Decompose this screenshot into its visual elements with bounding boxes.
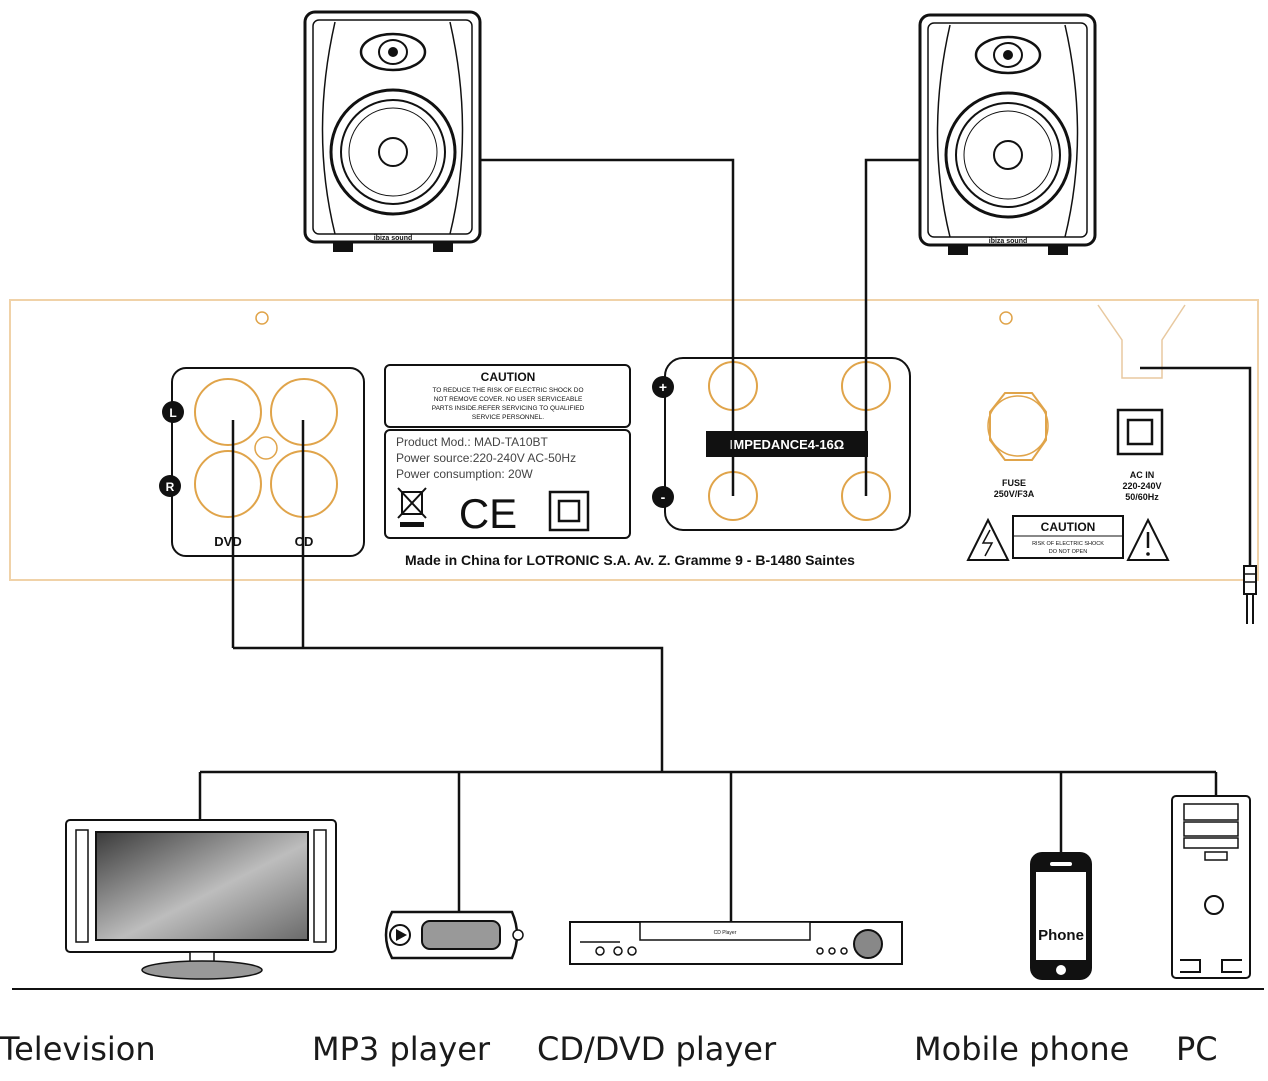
left-channel-badge	[162, 401, 184, 423]
ac-in-frequency: 50/60Hz	[1125, 492, 1159, 502]
speaker-terminal-block: IMPEDANCE4-16Ω	[664, 357, 911, 531]
caution-shock-line: RISK OF ELECTRIC SHOCK	[1032, 541, 1104, 547]
dvd-input-label: DVD	[214, 534, 241, 549]
exclamation-triangle-icon	[1126, 517, 1170, 561]
fuse-label: FUSE	[1002, 478, 1026, 488]
amplifier-rear-panel: DVD CD L R CAUTION TO REDUCE THE RISK OF…	[9, 299, 1259, 581]
right-channel-badge	[159, 475, 181, 497]
caution-shock-line: DO NOT OPEN	[1049, 549, 1087, 555]
mobile-phone-icon: Phone	[1030, 852, 1092, 980]
cd-dvd-player-icon: CD Player	[569, 921, 903, 965]
dvd-right-jack[interactable]	[194, 450, 262, 518]
ac-inlet-icon[interactable]	[1116, 408, 1164, 456]
caution-shock-title: CAUTION	[1041, 520, 1096, 534]
caution-label: CAUTION TO REDUCE THE RISK OF ELECTRIC S…	[384, 364, 631, 428]
dvd-left-jack[interactable]	[194, 378, 262, 446]
power-plug-icon	[1243, 565, 1257, 624]
cd-player-display: CD Player	[714, 930, 737, 936]
pc-tower-icon	[1171, 795, 1251, 979]
caution-title: CAUTION	[481, 370, 536, 384]
input-cables	[198, 420, 1218, 924]
television-label: Television	[0, 1030, 156, 1068]
plus-label: +	[659, 379, 667, 395]
power-cord	[1140, 366, 1257, 624]
rca-input-block: DVD CD	[171, 367, 365, 557]
mp3-player-label: MP3 player	[312, 1030, 491, 1068]
left-channel-label: L	[169, 406, 176, 420]
product-model: Product Mod.: MAD-TA10BT	[396, 435, 548, 449]
right-channel-label: R	[166, 480, 175, 494]
minus-label: -	[661, 489, 666, 505]
mp3-player-icon	[384, 910, 524, 960]
screw-hole	[255, 311, 269, 325]
pc-label: PC	[1176, 1030, 1218, 1068]
screw-hole	[999, 311, 1013, 325]
speaker-brand: ibiza sound	[374, 235, 413, 242]
left-speaker: ibiza sound	[303, 10, 482, 252]
power-source: Power source:220-240V AC-50Hz	[396, 451, 576, 465]
fuse-rating: 250V/F3A	[994, 489, 1035, 499]
impedance-label: IMPEDANCE4-16Ω	[730, 437, 844, 452]
television-icon	[65, 819, 337, 980]
ac-in-voltage: 220-240V	[1122, 481, 1161, 491]
phone-screen-label: Phone	[1038, 927, 1084, 944]
power-consumption: Power consumption: 20W	[396, 467, 533, 481]
right-speaker: ibiza sound	[918, 13, 1097, 255]
caution-text-line: NOT REMOVE COVER. NO USER SERVICEABLE	[434, 396, 583, 403]
caution-text-line: PARTS INSIDE.REFER SERVICING TO QUALIFIE…	[432, 405, 585, 412]
minus-badge	[652, 486, 674, 508]
caution-text-line: SERVICE PERSONNEL.	[472, 414, 544, 421]
speaker-brand: ibiza sound	[989, 238, 1028, 245]
product-info-label: Product Mod.: MAD-TA10BT Power source:22…	[384, 429, 631, 539]
mobile-phone-label: Mobile phone	[914, 1030, 1130, 1068]
warning-triangle-icon	[966, 517, 1010, 561]
fuse-holder[interactable]	[987, 392, 1049, 461]
manufacturer-address: Made in China for LOTRONIC S.A. Av. Z. G…	[405, 552, 855, 568]
ce-mark-icon: CE	[459, 490, 517, 537]
cd-dvd-player-label: CD/DVD player	[537, 1030, 777, 1068]
weee-bin-icon	[397, 487, 427, 527]
speaker-cables	[480, 158, 920, 496]
caution-text-line: TO REDUCE THE RISK OF ELECTRIC SHOCK DO	[432, 387, 583, 394]
caution-shock-label: CAUTION RISK OF ELECTRIC SHOCK DO NOT OP…	[1012, 515, 1124, 559]
ac-in-label: AC IN	[1130, 470, 1155, 480]
double-insulation-icon	[548, 490, 590, 532]
plus-badge	[652, 376, 674, 398]
